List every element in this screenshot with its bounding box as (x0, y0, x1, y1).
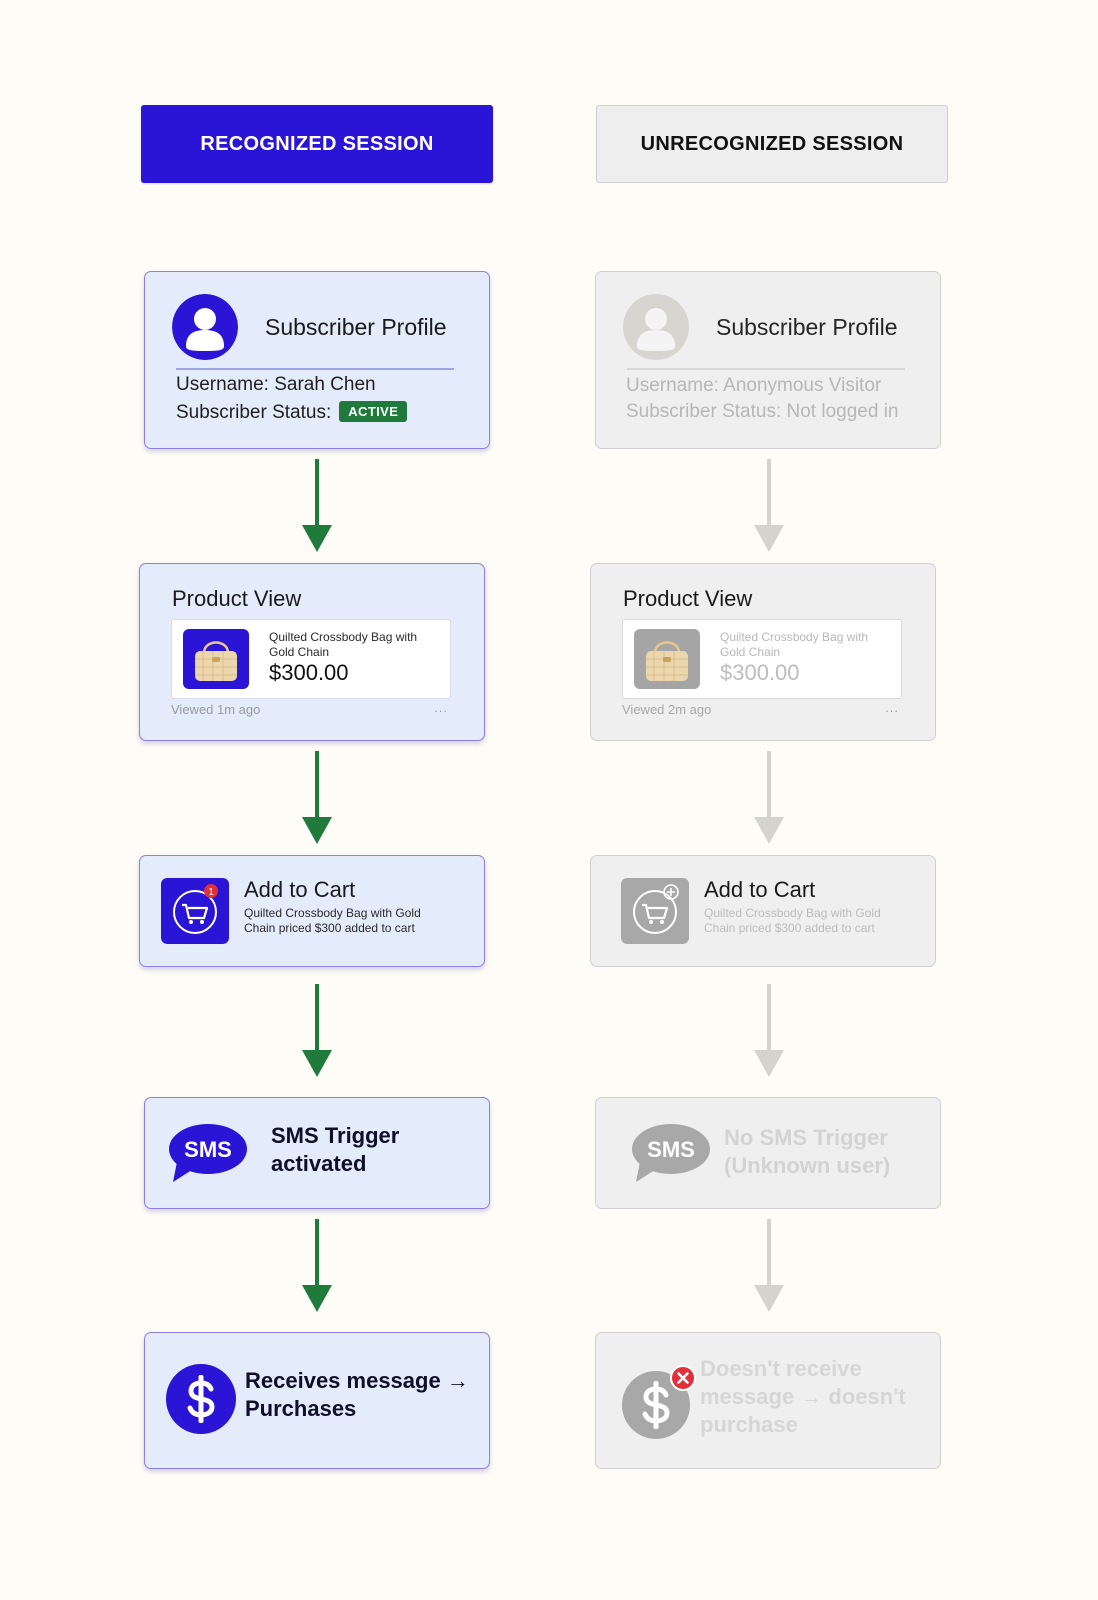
product-tile[interactable]: Quilted Crossbody Bag with Gold Chain $3… (171, 619, 451, 699)
viewed-timestamp: Viewed 1m ago (171, 702, 261, 717)
sms-icon-label: SMS (647, 1137, 695, 1162)
sms-bubble-icon: SMS (167, 1122, 249, 1184)
unrecognized-session-header: UNRECOGNIZED SESSION (596, 105, 948, 183)
add-to-cart-description: Quilted Crossbody Bag with Gold Chain pr… (244, 906, 421, 935)
unrecognized-purchase-card: Doesn't receive message → doesn't purcha… (595, 1332, 941, 1469)
recognized-profile-card: Subscriber Profile Username: Sarah Chen … (144, 271, 490, 449)
svg-text:1: 1 (208, 887, 214, 898)
more-options-icon[interactable]: ... (434, 700, 448, 715)
profile-divider (627, 368, 905, 370)
sms-trigger-title: SMS Trigger activated (271, 1123, 400, 1176)
x-mark-icon (670, 1365, 696, 1391)
flow-arrow-down (749, 1219, 789, 1313)
profile-divider (176, 368, 454, 370)
profile-title: Subscriber Profile (265, 314, 447, 340)
flow-arrow-down (297, 1219, 337, 1313)
flow-arrow-down (749, 751, 789, 845)
product-tile[interactable]: Quilted Crossbody Bag with Gold Chain $3… (622, 619, 902, 699)
profile-status: Subscriber Status: Not logged in (626, 401, 899, 422)
purchase-title: Receives message → Purchases (245, 1368, 469, 1421)
sms-bubble-icon: SMS (630, 1122, 712, 1184)
flow-arrow-down (297, 751, 337, 845)
dollar-icon (620, 1367, 692, 1439)
product-name: Quilted Crossbody Bag with Gold Chain (720, 630, 869, 659)
add-to-cart-title: Add to Cart (244, 877, 356, 902)
user-avatar-icon (172, 294, 238, 360)
cart-add-icon (621, 878, 689, 944)
profile-status-row: Subscriber Status: ACTIVE (176, 401, 408, 424)
handbag-icon (183, 629, 249, 689)
purchase-title: Doesn't receive message → doesn't purcha… (700, 1356, 906, 1437)
product-view-title: Product View (172, 586, 302, 611)
unrecognized-add-to-cart-card: Add to Cart Quilted Crossbody Bag with G… (590, 855, 936, 967)
profile-title: Subscriber Profile (716, 314, 898, 340)
recognized-add-to-cart-card: 1 Add to Cart Quilted Crossbody Bag with… (139, 855, 485, 967)
flow-arrow-down (297, 459, 337, 553)
recognized-sms-card: SMS SMS Trigger activated (144, 1097, 490, 1209)
add-to-cart-title: Add to Cart (704, 877, 816, 902)
user-avatar-icon (623, 294, 689, 360)
dollar-icon (165, 1363, 237, 1435)
recognized-purchase-card: Receives message → Purchases (144, 1332, 490, 1469)
unrecognized-profile-card: Subscriber Profile Username: Anonymous V… (595, 271, 941, 449)
flow-arrow-down (297, 984, 337, 1078)
more-options-icon[interactable]: ... (885, 700, 899, 715)
status-badge: ACTIVE (339, 401, 408, 422)
flow-arrow-down (749, 984, 789, 1078)
flow-arrow-down (749, 459, 789, 553)
handbag-icon (634, 629, 700, 689)
product-price: $300.00 (720, 660, 800, 685)
cart-icon: 1 (161, 878, 229, 944)
unrecognized-sms-card: SMS No SMS Trigger (Unknown user) (595, 1097, 941, 1209)
viewed-timestamp: Viewed 2m ago (622, 702, 712, 717)
product-name: Quilted Crossbody Bag with Gold Chain (269, 630, 418, 659)
profile-username: Username: Sarah Chen (176, 374, 376, 395)
recognized-session-header: RECOGNIZED SESSION (141, 105, 493, 183)
profile-status-label: Subscriber Status: (176, 402, 332, 423)
recognized-product-view-card: Product View Quilted Crossbody Bag with … (139, 563, 485, 741)
sms-trigger-title: No SMS Trigger (Unknown user) (724, 1125, 891, 1178)
product-view-title: Product View (623, 586, 753, 611)
add-to-cart-description: Quilted Crossbody Bag with Gold Chain pr… (704, 906, 881, 935)
sms-icon-label: SMS (184, 1137, 232, 1162)
unrecognized-product-view-card: Product View Quilted Crossbody Bag with … (590, 563, 936, 741)
product-price: $300.00 (269, 660, 349, 685)
profile-username: Username: Anonymous Visitor (626, 375, 882, 396)
